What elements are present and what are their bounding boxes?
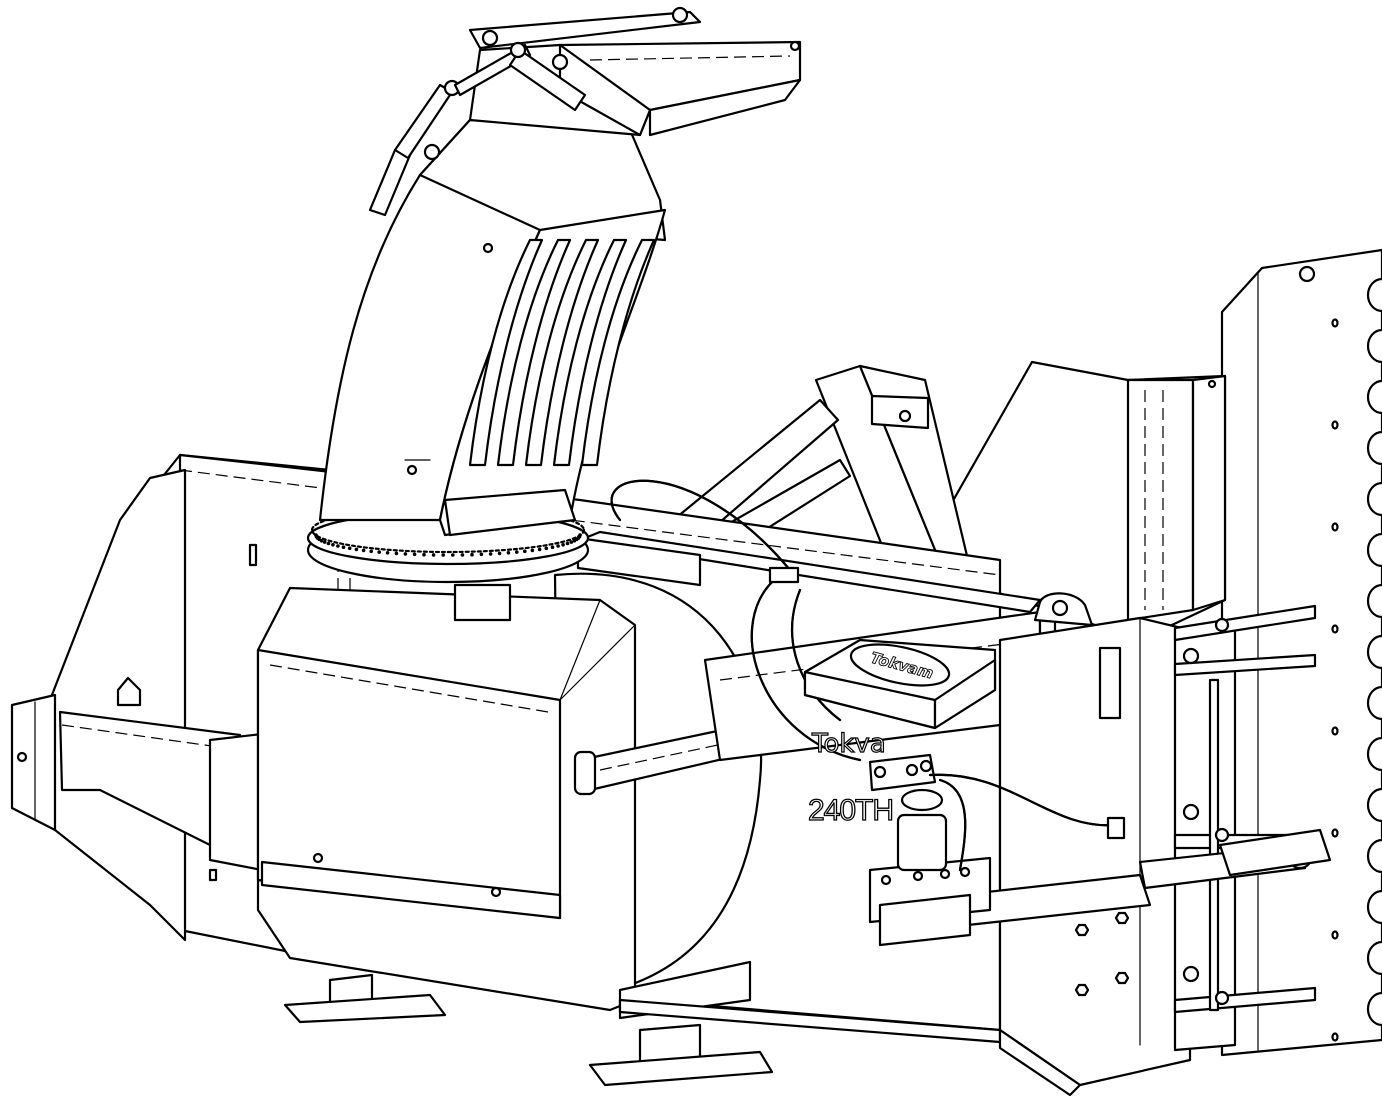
mounting-plate: [1220, 248, 1382, 1057]
ring-stud: [431, 553, 436, 557]
ring-stud: [385, 551, 390, 555]
plate-hole: [1366, 940, 1382, 976]
ring-stud: [394, 551, 399, 556]
brand-logo-side: Tokva: [811, 729, 886, 759]
hitch-tower: [940, 360, 1227, 642]
valve-assembly: [868, 753, 992, 947]
plate-hole: [1366, 379, 1382, 415]
a-frame-struts: [653, 364, 970, 580]
ring-stud: [441, 553, 446, 557]
chute-slot: [580, 238, 656, 467]
ring-stud: [361, 548, 366, 553]
hydraulic-hoses: [610, 479, 1126, 872]
ring-stud: [354, 547, 359, 552]
plate-rivet: [1331, 930, 1339, 940]
control-box: Tokvam: [803, 638, 997, 730]
model-label: 240TH: [808, 794, 893, 827]
plate-hole: [1366, 277, 1382, 313]
ring-stud: [412, 552, 417, 557]
chute-slot: [496, 238, 572, 467]
plate-hole: [1366, 481, 1382, 517]
plate-rivet: [1331, 318, 1339, 328]
right-side-panel: [998, 616, 1192, 1087]
ring-stud: [336, 544, 340, 548]
plate-hole: [1366, 634, 1382, 670]
plate-rivet: [1331, 726, 1339, 736]
ring-stud: [347, 546, 352, 551]
ring-stud: [550, 545, 555, 549]
ring-stud: [565, 541, 570, 546]
side-markings: Tokva 240TH: [807, 728, 894, 827]
plate-hole: [1366, 838, 1382, 874]
ring-stud: [331, 543, 335, 547]
ring-stud: [451, 553, 455, 557]
plate-rivet: [1331, 828, 1339, 838]
plate-hole: [1366, 991, 1382, 1027]
lift-eye: [1033, 592, 1094, 627]
hex-bolt: [1114, 971, 1130, 985]
deflector-hood: [468, 6, 802, 137]
ring-stud: [569, 540, 574, 544]
ring-stud: [497, 551, 502, 556]
ring-stud: [523, 549, 527, 554]
front-shroud: [256, 583, 637, 1012]
chute-slot: [468, 238, 544, 467]
ring-stud: [544, 546, 549, 551]
plate-hole: [1366, 685, 1382, 721]
plate-rivet: [1331, 624, 1339, 634]
plate-hole: [1366, 430, 1382, 466]
ring-stud: [319, 539, 324, 543]
ring-stud: [530, 548, 535, 553]
ring-stud: [470, 552, 474, 557]
ring-stud: [515, 550, 519, 554]
hex-bolt: [1114, 911, 1130, 925]
ring-stud: [556, 544, 560, 548]
ring-stud: [403, 552, 408, 556]
ring-stud: [326, 541, 331, 546]
plate-hole: [1366, 532, 1382, 568]
ring-stud: [369, 549, 374, 554]
hex-bolt: [1074, 923, 1090, 937]
rotation-ring: [306, 506, 590, 584]
discharge-chute: [318, 118, 667, 537]
ring-stud: [460, 553, 465, 557]
ring-stud: [561, 543, 565, 547]
ring-stud: [479, 552, 484, 557]
plate-hole: [1366, 583, 1382, 619]
ring-stud: [341, 545, 346, 549]
plate-hole: [1366, 787, 1382, 823]
pivot-brackets: [1173, 604, 1317, 1052]
chute-slot: [552, 238, 628, 467]
left-gearbox: [10, 468, 264, 942]
skid-shoes: [283, 960, 1082, 1097]
hex-bolt: [1074, 983, 1090, 997]
plate-rivet: [1331, 522, 1339, 532]
plate-hole: [1366, 889, 1382, 925]
ring-stud: [422, 552, 426, 557]
ring-stud: [578, 533, 582, 537]
ring-stud: [506, 551, 511, 555]
plate-hole: [1366, 736, 1382, 772]
deflector-actuator: [368, 41, 587, 217]
ring-stud: [537, 547, 542, 552]
plate-rivet: [1331, 1032, 1339, 1042]
plate-hole: [1366, 328, 1382, 364]
hydraulic-cylinder: [958, 828, 1332, 927]
chute-slot: [524, 238, 600, 467]
ring-stud: [488, 552, 493, 556]
ring-stud: [322, 540, 327, 544]
plate-rivet: [1331, 420, 1339, 430]
ring-stud: [377, 550, 382, 554]
